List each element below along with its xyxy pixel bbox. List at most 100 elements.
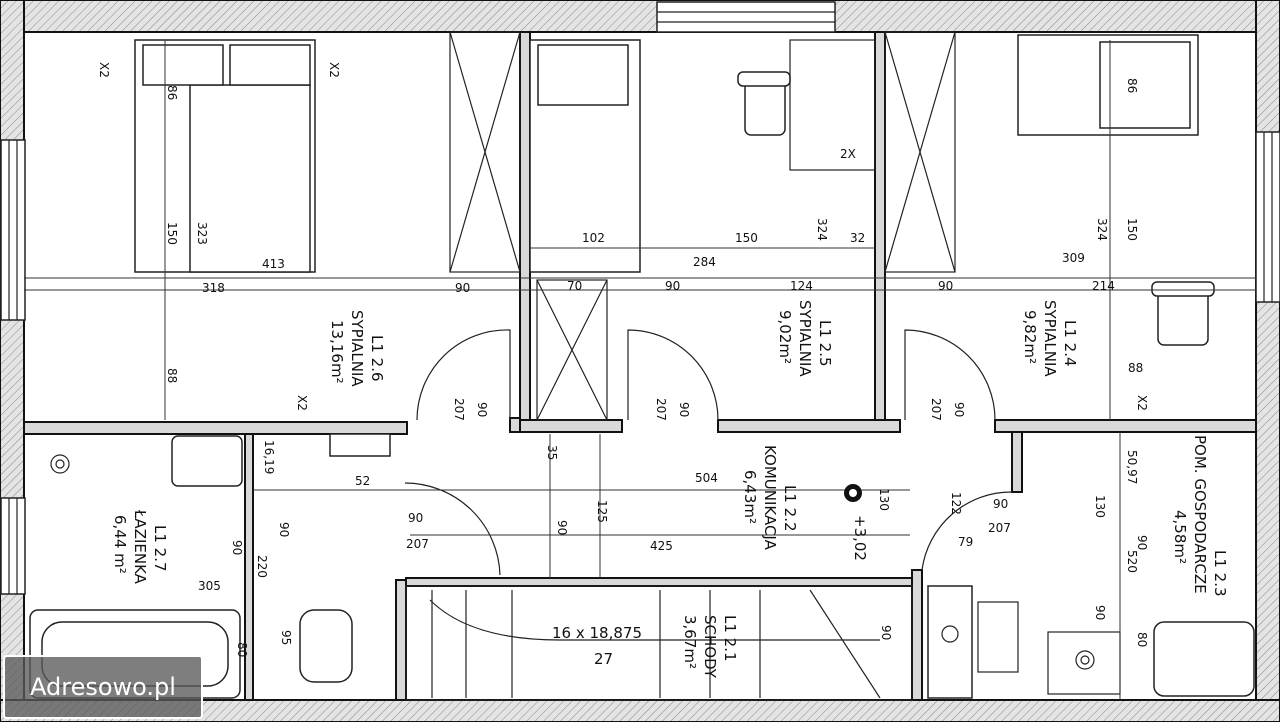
dim-305: 305 <box>198 579 221 593</box>
wardrobes <box>449 31 956 421</box>
dim-90d: 90 <box>475 402 489 417</box>
dimension-texts-vertical: 86 150 323 88 324 86 324 150 90 207 90 2… <box>165 78 1149 657</box>
room-2-2-id: L1 2.2 <box>781 485 799 532</box>
dim-102: 102 <box>582 231 605 245</box>
room-2-7-name: ŁAZIENKA <box>131 509 149 585</box>
dim-16-19: 16,19 <box>262 440 276 474</box>
dim-70: 70 <box>567 279 582 293</box>
dim-50-97: 50,97 <box>1125 450 1139 484</box>
dim-207c: 207 <box>929 398 943 421</box>
dim-32: 32 <box>850 231 865 245</box>
dim-309: 309 <box>1062 251 1085 265</box>
dim-207b: 207 <box>654 398 668 421</box>
dim-90j: 90 <box>408 511 423 525</box>
dim-90f: 90 <box>952 402 966 417</box>
x2a: X2 <box>97 62 111 78</box>
dim-220: 220 <box>255 555 269 578</box>
dim-88b: 88 <box>1128 361 1143 375</box>
dim-86b: 86 <box>1125 78 1139 93</box>
room-2-7-area: 6,44 m² <box>111 515 129 574</box>
room-label-2-1: L1 2.1 SCHODY 3,67m² <box>681 615 739 679</box>
room-2-6-name: SYPIALNIA <box>348 310 366 387</box>
bathroom-fixtures <box>29 433 1255 699</box>
dim-90i: 90 <box>1135 535 1149 550</box>
beds <box>134 34 1199 273</box>
dim-130a: 130 <box>877 488 891 511</box>
dim-90e: 90 <box>677 402 691 417</box>
dimension-texts: 413 318 90 102 150 32 284 70 90 124 309 … <box>97 62 1149 593</box>
stairs-steps: 16 x 18,875 <box>552 624 642 642</box>
room-2-3-name: POM. GOSPODARCZE <box>1191 435 1209 594</box>
room-2-4-id: L1 2.4 <box>1061 320 1079 367</box>
dim-425: 425 <box>650 539 673 553</box>
dim-318: 318 <box>202 281 225 295</box>
dim-124: 124 <box>790 279 813 293</box>
room-label-2-6: L1 2.6 SYPIALNIA 13,16m² <box>328 310 386 387</box>
dim-79: 79 <box>958 535 973 549</box>
dim-86a: 86 <box>165 85 179 100</box>
room-2-3-id: L1 2.3 <box>1211 550 1229 597</box>
stairs-count: 27 <box>594 650 613 668</box>
x2b: X2 <box>327 62 341 78</box>
dim-207a: 207 <box>452 398 466 421</box>
room-2-6-id: L1 2.6 <box>368 335 386 382</box>
room-2-2-area: 6,43m² <box>741 470 759 524</box>
room-2-1-id: L1 2.1 <box>721 615 739 662</box>
dim-90g: 90 <box>555 520 569 535</box>
dim-130b: 130 <box>1093 495 1107 518</box>
room-2-5-area: 9,02m² <box>776 310 794 364</box>
dim-90a: 90 <box>455 281 470 295</box>
dim-35: 35 <box>545 445 559 460</box>
dim-90m: 90 <box>879 625 893 640</box>
room-label-2-7: L1 2.7 ŁAZIENKA 6,44 m² <box>111 509 169 585</box>
dim-214: 214 <box>1092 279 1115 293</box>
dim-504: 504 <box>695 471 718 485</box>
x2e: X2 <box>1135 395 1149 411</box>
dim-150c: 150 <box>1125 218 1139 241</box>
doors <box>404 329 1013 576</box>
room-2-4-area: 9,82m² <box>1021 310 1039 364</box>
dim-125: 125 <box>595 500 609 523</box>
dim-150a: 150 <box>165 222 179 245</box>
room-2-1-area: 3,67m² <box>681 615 699 669</box>
room-2-4-name: SYPIALNIA <box>1041 300 1059 377</box>
room-label-2-5: L1 2.5 SYPIALNIA 9,02m² <box>776 300 834 377</box>
x2c: 2X <box>840 147 856 161</box>
dim-207e: 207 <box>406 537 429 551</box>
dim-90k: 90 <box>230 540 244 555</box>
room-label-2-4: L1 2.4 SYPIALNIA 9,82m² <box>1021 300 1079 377</box>
level-marker: +3,02 <box>844 484 869 561</box>
room-label-2-3: L1 2.3 POM. GOSPODARCZE 4,58m² <box>1171 435 1229 597</box>
dim-90l: 90 <box>277 522 291 537</box>
room-2-2-name: KOMUNIKACJA <box>761 445 779 551</box>
watermark-logo: Adresowo.pl <box>3 655 203 719</box>
dim-324b: 324 <box>1095 218 1109 241</box>
room-2-6-area: 13,16m² <box>328 320 346 384</box>
windows <box>0 1 1280 595</box>
dim-122: 122 <box>949 492 963 515</box>
dim-80a: 80 <box>235 642 249 657</box>
room-2-5-name: SYPIALNIA <box>796 300 814 377</box>
dim-207d: 207 <box>988 521 1011 535</box>
dim-520: 520 <box>1125 550 1139 573</box>
dim-90c: 90 <box>938 279 953 293</box>
chairs <box>737 39 1215 346</box>
level-value: +3,02 <box>851 515 869 561</box>
room-2-3-area: 4,58m² <box>1171 510 1189 564</box>
dim-284: 284 <box>693 255 716 269</box>
dim-413: 413 <box>262 257 285 271</box>
dimension-lines <box>24 40 1256 700</box>
dim-52: 52 <box>355 474 370 488</box>
room-label-2-2: L1 2.2 KOMUNIKACJA 6,43m² <box>741 445 799 551</box>
x2d: X2 <box>295 395 309 411</box>
dim-324a: 324 <box>815 218 829 241</box>
dim-95: 95 <box>279 630 293 645</box>
dim-90n: 90 <box>1093 605 1107 620</box>
dim-150b: 150 <box>735 231 758 245</box>
dim-90h: 90 <box>993 497 1008 511</box>
room-2-1-name: SCHODY <box>701 615 719 679</box>
dim-90b: 90 <box>665 279 680 293</box>
dim-80b: 80 <box>1135 632 1149 647</box>
